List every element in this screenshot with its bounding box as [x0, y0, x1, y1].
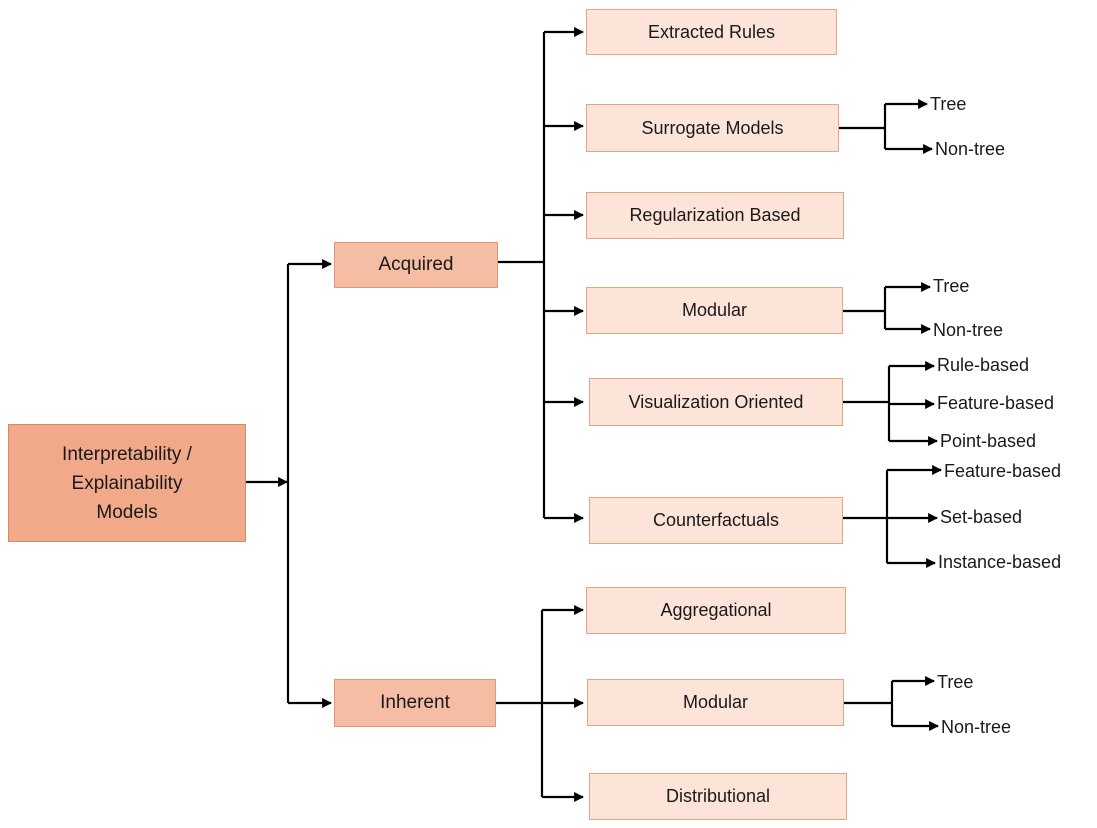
- inherent-node: Inherent: [334, 679, 496, 727]
- acquired-node: Acquired: [334, 242, 498, 288]
- category-aggregational: Aggregational: [586, 587, 846, 634]
- category-surrogate-models: Surrogate Models: [586, 104, 839, 152]
- category-visualization-oriented: Visualization Oriented: [589, 378, 843, 426]
- leaf-modular-inherent-non-tree: Non-tree: [941, 717, 1012, 737]
- leaf-surrogate-tree: Tree: [930, 94, 967, 114]
- category-distributional: Distributional: [589, 773, 847, 820]
- category-regularization-based: Regularization Based: [586, 192, 844, 239]
- category-modular-inherent: Modular: [587, 679, 844, 726]
- leaf-visualization-rule-based: Rule-based: [937, 355, 1030, 375]
- leaf-counterfactual-feature-based: Feature-based: [944, 461, 1062, 481]
- leaf-modular-inherent-tree: Tree: [937, 672, 974, 692]
- leaf-visualization-feature-based: Feature-based: [937, 393, 1055, 413]
- leaf-visualization-point-based: Point-based: [940, 431, 1037, 451]
- leaf-counterfactual-set-based: Set-based: [940, 507, 1023, 527]
- leaf-surrogate-non-tree: Non-tree: [935, 139, 1006, 159]
- category-counterfactuals: Counterfactuals: [589, 497, 843, 544]
- leaf-modular-acquired-non-tree: Non-tree: [933, 320, 1004, 340]
- root-node: Interpretability / Explainability Models: [8, 424, 246, 542]
- leaf-counterfactual-instance-based: Instance-based: [938, 552, 1062, 572]
- category-extracted-rules: Extracted Rules: [586, 9, 837, 55]
- category-modular-acquired: Modular: [586, 287, 843, 334]
- leaf-modular-acquired-tree: Tree: [933, 276, 970, 296]
